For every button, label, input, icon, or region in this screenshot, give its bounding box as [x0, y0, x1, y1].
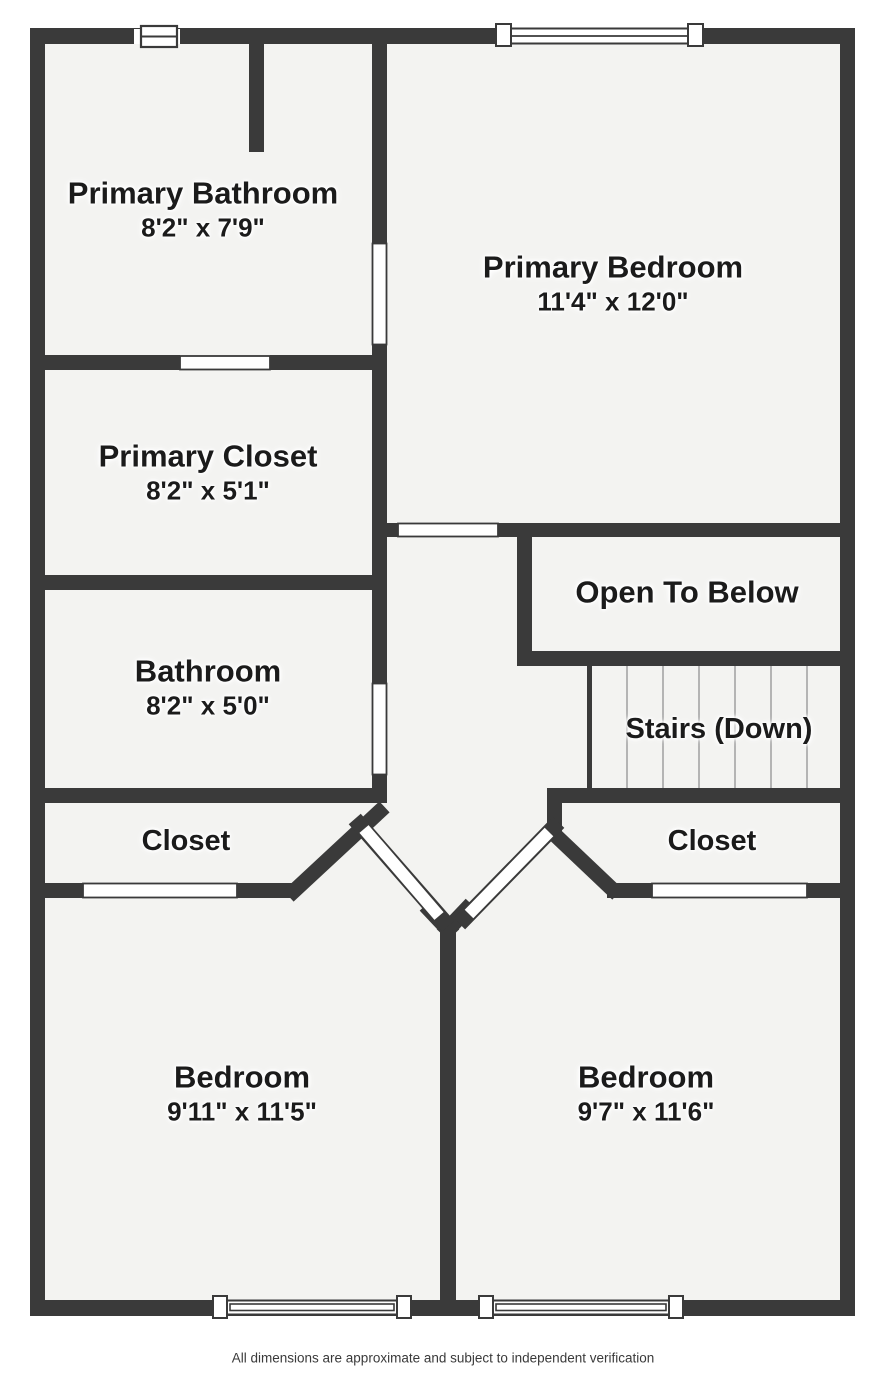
opening-primary-bedroom-hall	[397, 522, 499, 538]
room-name: Bedroom	[577, 1059, 715, 1095]
room-name: Closet	[141, 824, 231, 857]
room-label-bathroom: Bathroom 8'2" x 5'0"	[135, 653, 281, 720]
opening-primary-bathroom-closet	[179, 355, 271, 371]
opening-bathroom-hall	[371, 682, 388, 776]
wall-right-closet-diagonal	[543, 823, 623, 900]
room-name: Bathroom	[134, 653, 282, 689]
window-primary-bathroom	[134, 24, 180, 49]
room-label-primary-closet: Primary Closet 8'2" x 5'1"	[99, 438, 318, 505]
opening-left-closet	[82, 882, 238, 899]
room-dimensions: 9'7" x 11'6"	[577, 1095, 715, 1126]
room-name: Primary Bathroom	[67, 175, 339, 211]
room-label-closet-right: Closet	[668, 824, 757, 858]
room-name: Stairs (Down)	[625, 712, 813, 745]
wall-otb-bottom	[517, 651, 855, 666]
room-label-open-to-below: Open To Below	[575, 575, 798, 612]
wall-outer-right	[840, 28, 855, 1316]
door-diagonal-right	[464, 827, 554, 919]
window-bedroom-left	[212, 1295, 412, 1319]
door-openings	[82, 242, 808, 899]
door-diagonal-left	[359, 825, 444, 920]
room-name: Open To Below	[575, 574, 799, 610]
wall-bedroom-divider	[440, 925, 456, 1308]
wall-bathroom-divider	[249, 44, 264, 152]
room-label-stairs-down: Stairs (Down)	[626, 712, 813, 746]
stairs-treads	[626, 666, 808, 788]
room-dimensions: 11'4" x 12'0"	[537, 285, 689, 316]
room-dimensions: 8'2" x 7'9"	[141, 211, 265, 242]
room-dimensions: 9'11" x 11'5"	[167, 1095, 317, 1126]
room-name: Bedroom	[173, 1059, 311, 1095]
diagonal-doors	[348, 813, 565, 932]
room-name: Closet	[667, 824, 757, 857]
room-name: Primary Bedroom	[482, 249, 744, 285]
wall-otb-left	[517, 537, 532, 658]
room-label-primary-bedroom: Primary Bedroom 11'4" x 12'0"	[483, 249, 743, 316]
room-label-bedroom-left: Bedroom 9'11" x 11'5"	[167, 1059, 317, 1126]
room-label-bedroom-right: Bedroom 9'7" x 11'6"	[578, 1059, 715, 1126]
disclaimer-text: All dimensions are approximate and subje…	[231, 1350, 655, 1366]
opening-primary-bathroom-bedroom	[371, 242, 388, 346]
room-dimensions: 8'2" x 5'0"	[146, 689, 270, 720]
wall-stairs-bottom	[547, 788, 855, 803]
stairs-side-wall	[587, 666, 592, 788]
window-bedroom-right	[478, 1295, 684, 1319]
room-label-primary-bathroom: Primary Bathroom 8'2" x 7'9"	[68, 175, 338, 242]
room-dimensions: 8'2" x 5'1"	[146, 474, 270, 505]
wall-outer-left	[30, 28, 45, 1316]
opening-right-closet	[651, 882, 808, 899]
windows	[134, 23, 704, 1319]
room-name: Primary Closet	[98, 438, 318, 474]
window-primary-bedroom	[495, 23, 704, 47]
room-label-closet-left: Closet	[142, 824, 231, 858]
